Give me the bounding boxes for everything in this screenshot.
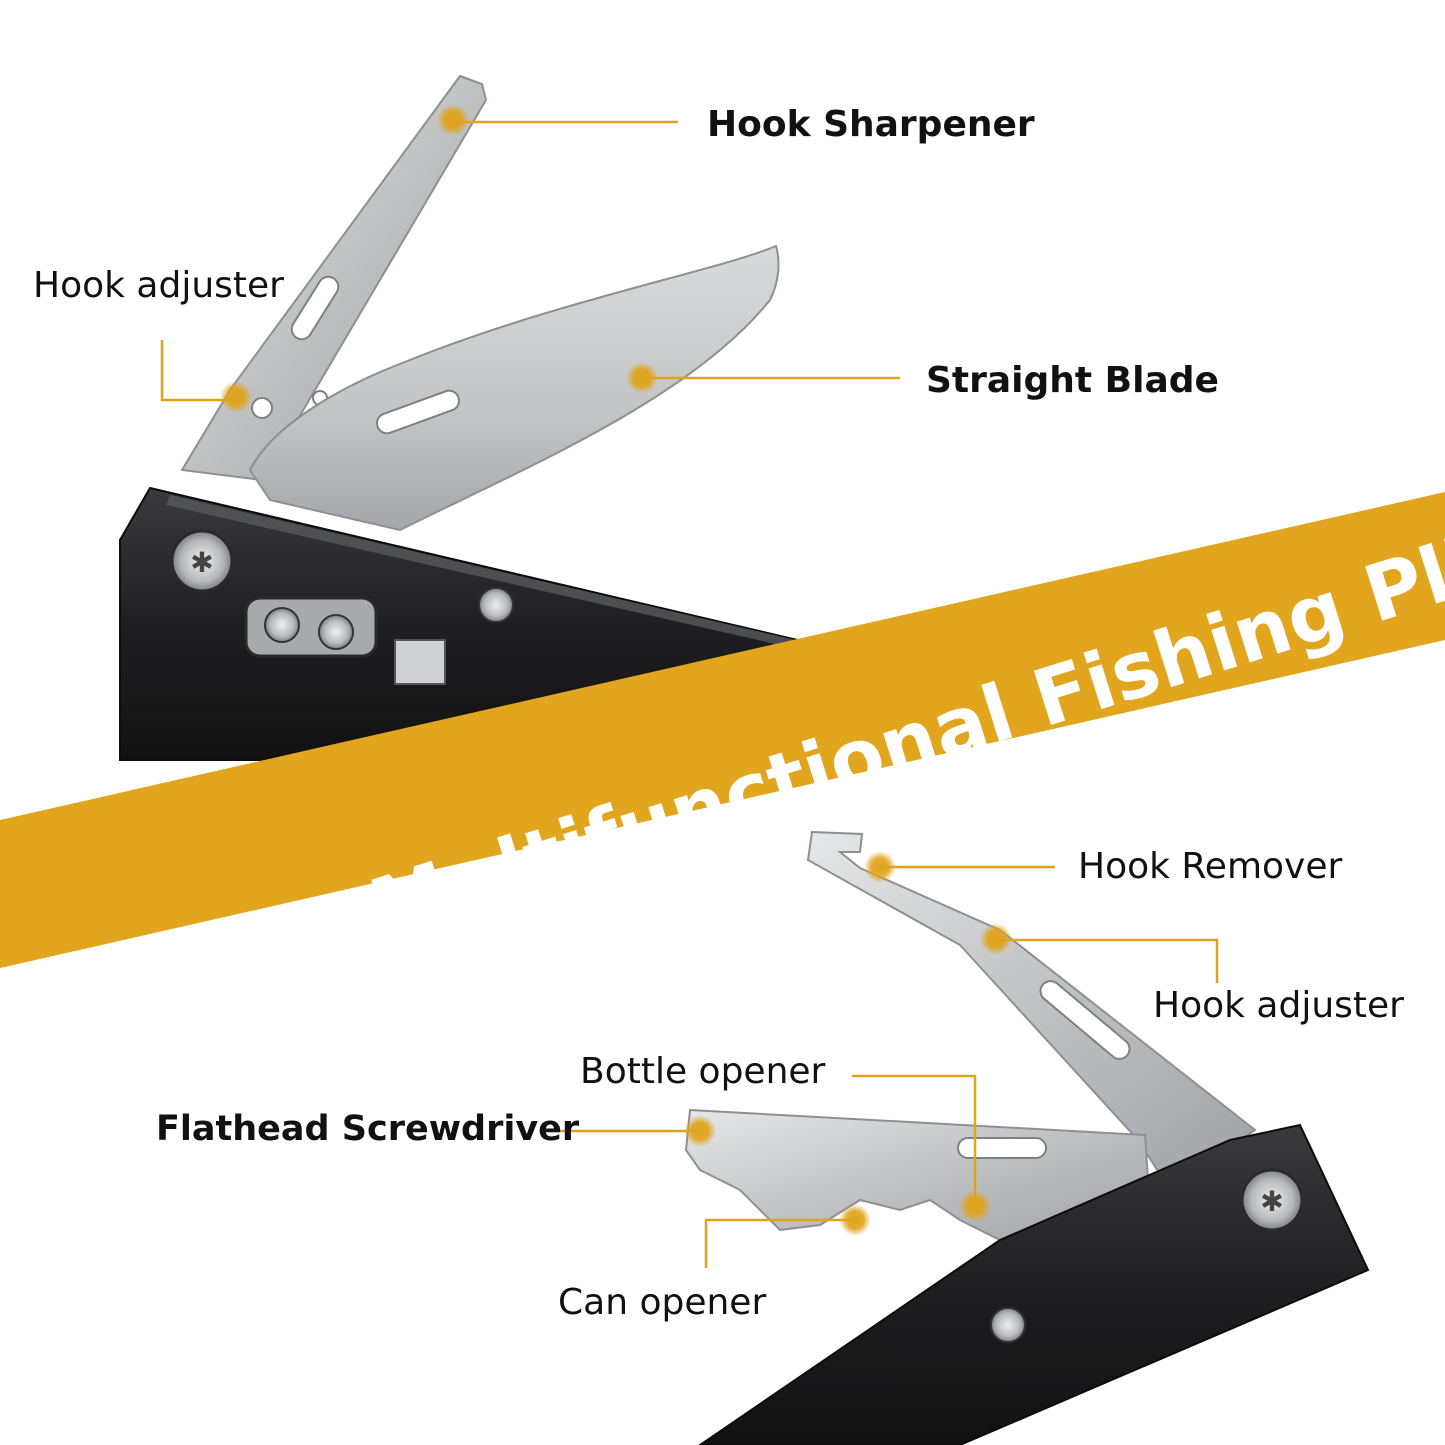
label-flathead-screwdriver: Flathead Screwdriver [156,1109,580,1149]
label-hook-adjuster-top: Hook adjuster [33,265,284,306]
label-hook-adjuster-bottom: Hook adjuster [1153,985,1404,1026]
dot-can-opener [839,1204,871,1236]
label-hook-remover: Hook Remover [1078,846,1343,887]
line-bottle-opener [852,1074,977,1205]
callout-dots [220,104,1012,1236]
label-bottle-opener: Bottle opener [580,1051,826,1092]
dot-hook-remover [864,851,896,883]
dot-flathead-screwdriver [684,1115,716,1147]
blade-slot [375,389,461,435]
title-banner [0,492,1445,968]
callout-lines [160,120,1219,1268]
pivot-screw [170,529,234,593]
bottom-multitool: ✱ [684,830,1370,1445]
hook-adjuster-slot [290,275,340,341]
dot-hook-adjuster-top [220,381,252,413]
line-hook-adjuster-top [160,340,236,402]
dot-straight-blade [626,362,658,394]
bottom-handle [698,1123,1370,1445]
line-can-opener [704,1218,855,1268]
line-hook-adjuster-bottom [996,938,1219,983]
top-multitool: ✱ [119,74,842,761]
remover-slot [1039,980,1131,1060]
dot-hook-sharpener [437,104,469,136]
straight-blade [248,244,780,532]
svg-text:✱: ✱ [190,546,213,579]
hook-remover-arm [806,830,1257,1192]
hook-adjuster-hole [251,397,273,419]
dot-bottle-opener [959,1190,991,1222]
opener-slot [957,1137,1047,1159]
bottom-pivot-screw [1240,1168,1304,1232]
label-hook-sharpener: Hook Sharpener [707,104,1035,145]
label-straight-blade: Straight Blade [926,360,1219,401]
label-can-opener: Can opener [558,1282,767,1323]
svg-text:✱: ✱ [1260,1185,1283,1218]
dot-hook-adjuster-bottom [980,923,1012,955]
